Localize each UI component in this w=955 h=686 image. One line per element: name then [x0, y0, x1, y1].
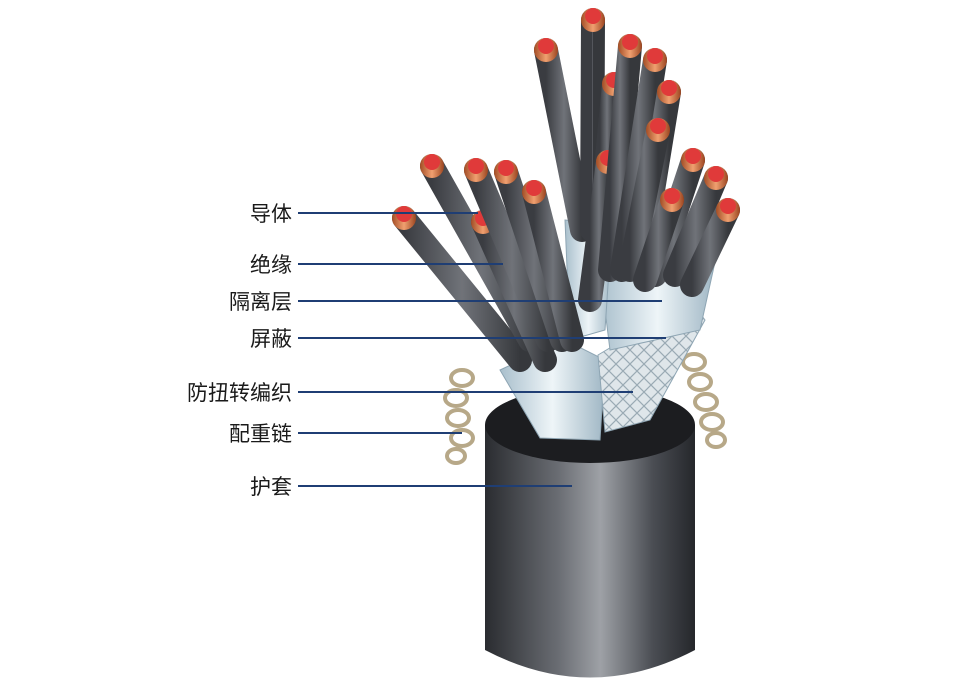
insulated-core — [598, 34, 642, 282]
label-sheath: 护套 — [250, 475, 292, 499]
callout-braid: 防扭转编织 — [187, 381, 633, 405]
insulated-core — [522, 180, 584, 352]
insulated-core — [680, 198, 740, 297]
label-braid: 防扭转编织 — [187, 381, 292, 405]
callouts: 导体 绝缘 隔离层 屏蔽 防扭转编织 配重链 护套 — [187, 202, 666, 499]
callout-chain: 配重链 — [229, 422, 462, 446]
label-chain: 配重链 — [229, 422, 292, 446]
insulated-core — [633, 188, 684, 292]
callout-shield: 屏蔽 — [250, 327, 666, 351]
weight-chain-right — [681, 352, 727, 449]
core-group-center — [534, 8, 626, 312]
insulated-core — [534, 38, 594, 242]
core-group-left — [392, 154, 584, 372]
label-separator: 隔离层 — [229, 290, 292, 314]
weight-chain-left — [443, 368, 475, 465]
label-insulation: 绝缘 — [250, 253, 292, 277]
callout-conductor: 导体 — [250, 202, 478, 226]
label-shield: 屏蔽 — [250, 327, 292, 351]
callout-sheath: 护套 — [250, 475, 572, 499]
label-conductor: 导体 — [250, 202, 292, 226]
callout-insulation: 绝缘 — [250, 253, 503, 277]
insulated-core — [464, 158, 560, 352]
callout-separator: 隔离层 — [229, 290, 662, 314]
insulated-core — [663, 166, 728, 287]
core-group-right — [598, 34, 740, 297]
insulated-core — [618, 118, 670, 282]
